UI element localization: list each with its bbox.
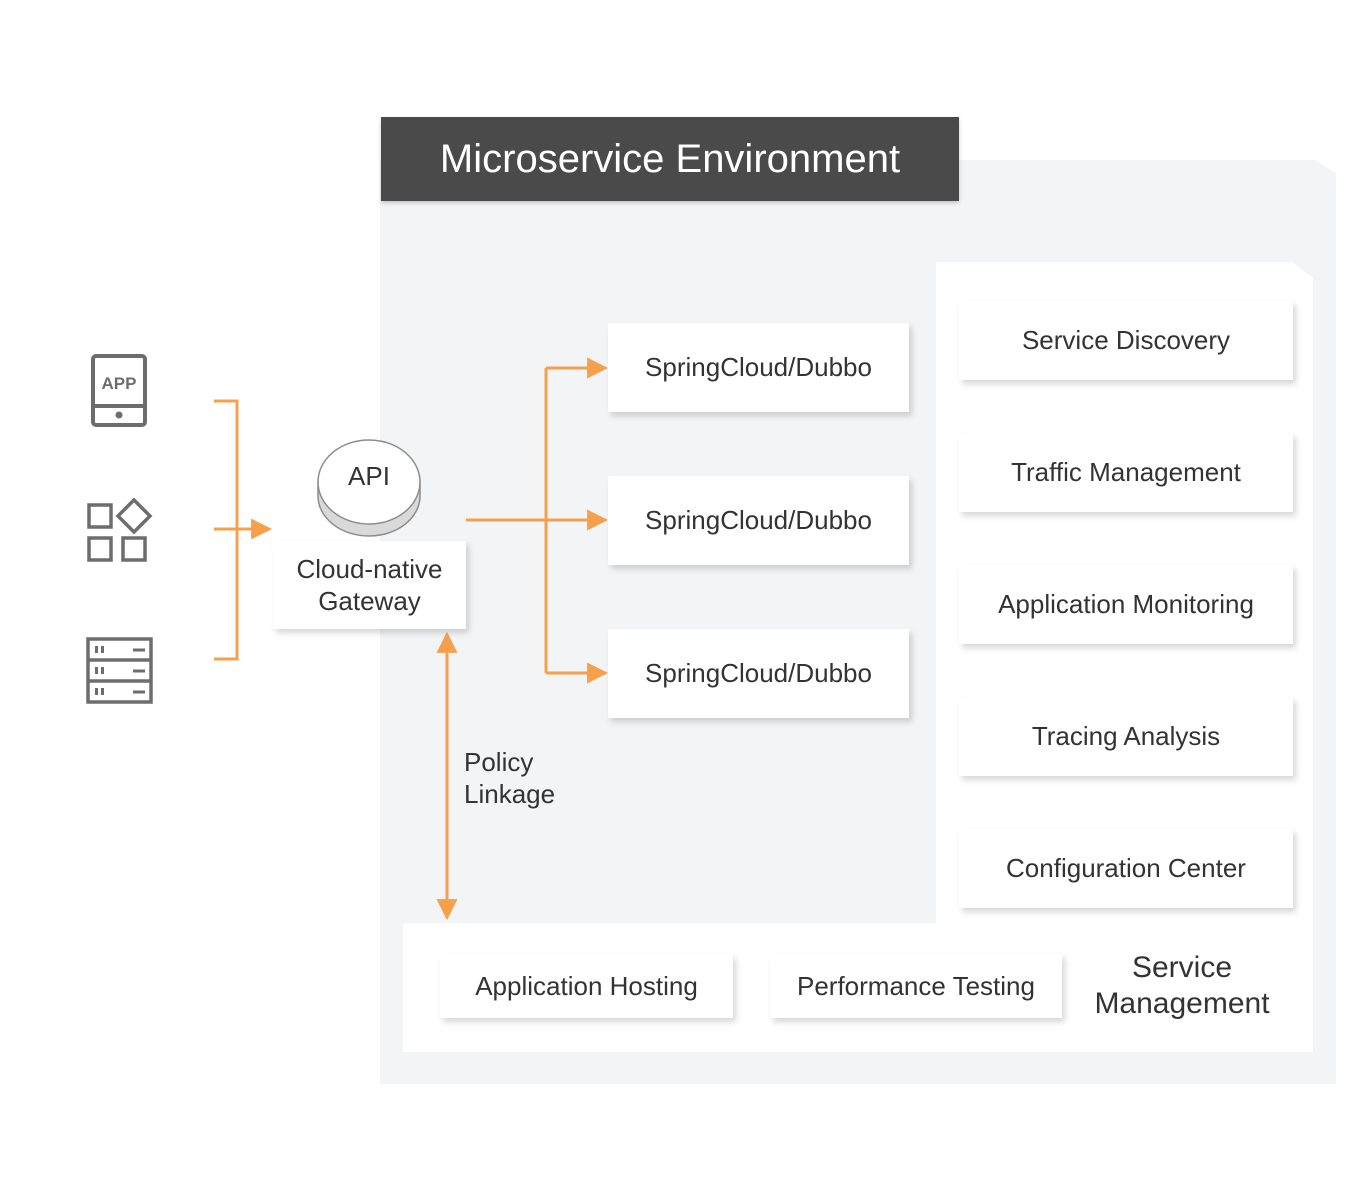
cloud-native-gateway-card: Cloud-native Gateway — [273, 541, 466, 629]
widgets-icon — [87, 498, 153, 562]
gateway-name: Cloud-native Gateway — [296, 554, 443, 616]
environment-title: Microservice Environment — [381, 117, 959, 201]
management-item-label: Configuration Center — [1006, 853, 1246, 883]
application-monitoring-card: Application Monitoring — [959, 565, 1293, 644]
springcloud-dubbo-service-2: SpringCloud/Dubbo — [608, 476, 909, 565]
mobile-app-icon: APP — [91, 354, 147, 427]
api-cylinder-icon — [317, 439, 421, 537]
service-label: SpringCloud/Dubbo — [645, 505, 872, 535]
management-item-label: Tracing Analysis — [1031, 721, 1221, 751]
app-icon-text: APP — [102, 374, 137, 393]
configuration-center-card: Configuration Center — [959, 829, 1293, 908]
management-item-label: Service Discovery — [1021, 325, 1231, 355]
tracing-analysis-card: Tracing Analysis — [959, 697, 1293, 776]
policy-linkage-label: Policy Linkage — [464, 747, 556, 809]
performance-testing-card: Performance Testing — [770, 954, 1062, 1018]
service-management-label: Service Management — [1094, 951, 1270, 1020]
springcloud-dubbo-service-1: SpringCloud/Dubbo — [608, 323, 909, 412]
springcloud-dubbo-service-3: SpringCloud/Dubbo — [608, 629, 909, 718]
traffic-management-card: Traffic Management — [959, 433, 1293, 512]
service-label: SpringCloud/Dubbo — [645, 352, 872, 382]
bottom-item-label: Application Hosting — [475, 970, 698, 1001]
management-item-label: Traffic Management — [1011, 457, 1241, 487]
management-item-label: Application Monitoring — [998, 589, 1254, 619]
service-label: SpringCloud/Dubbo — [645, 658, 872, 688]
application-hosting-card: Application Hosting — [440, 954, 733, 1018]
service-discovery-card: Service Discovery — [959, 301, 1293, 380]
api-label: API — [348, 461, 390, 491]
server-rack-icon — [86, 637, 153, 704]
bottom-item-label: Performance Testing — [797, 970, 1035, 1001]
